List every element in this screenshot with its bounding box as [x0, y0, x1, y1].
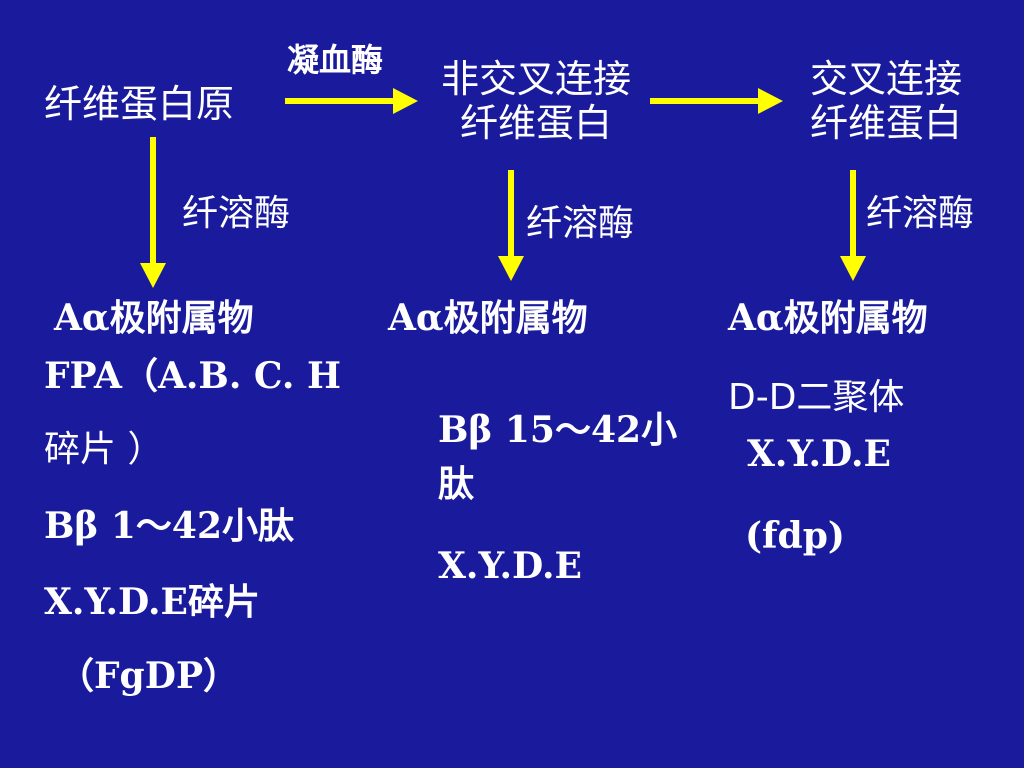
thrombin-label: 凝血酶	[287, 41, 384, 79]
col2-xyde: X.Y.D.E	[438, 545, 582, 587]
col1-fragment: 碎片 ）	[44, 429, 164, 470]
plasmin-arrow-3-head	[840, 256, 866, 281]
col2-peptide: 肽	[438, 463, 475, 505]
col1-xyde: X.Y.D.E碎片	[44, 581, 260, 623]
fibrinogen-label: 纤维蛋白原	[44, 82, 235, 126]
col3-dd-dimer: D-D二聚体	[728, 377, 905, 418]
col1-b-beta: Bβ 1～42小肽	[44, 505, 295, 547]
plasmin-label-2: 纤溶酶	[526, 203, 635, 244]
col3-fdp: (fdp)	[745, 515, 845, 557]
plasmin-arrow-1-head	[140, 263, 166, 288]
crosslinked-fibrin-label: 交叉连接 纤维蛋白	[793, 57, 979, 145]
col2-b-beta: Bβ 15～42小	[438, 409, 678, 451]
col2-a-alpha: Aα极附属物	[388, 297, 588, 339]
col1-fgdp: （FgDP）	[58, 655, 240, 697]
col1-a-alpha: Aα极附属物	[54, 297, 254, 339]
crosslink-arrow-head	[758, 88, 783, 114]
non-crosslinked-fibrin-label: 非交叉连接 纤维蛋白	[420, 57, 652, 145]
plasmin-arrow-2-head	[498, 256, 524, 281]
crosslinked-line2: 纤维蛋白	[809, 100, 962, 145]
col1-fpa: FPA（A.B. C. H	[44, 355, 341, 397]
plasmin-label-1: 纤溶酶	[182, 193, 291, 234]
non-crosslinked-line1: 非交叉连接	[440, 57, 631, 101]
col3-xyde: X.Y.D.E	[747, 433, 891, 475]
thrombin-arrow-head	[393, 88, 418, 114]
plasmin-label-3: 纤溶酶	[866, 193, 975, 234]
non-crosslinked-line2: 纤维蛋白	[459, 100, 612, 145]
crosslinked-line1: 交叉连接	[809, 57, 962, 101]
col3-a-alpha: Aα极附属物	[728, 297, 928, 339]
